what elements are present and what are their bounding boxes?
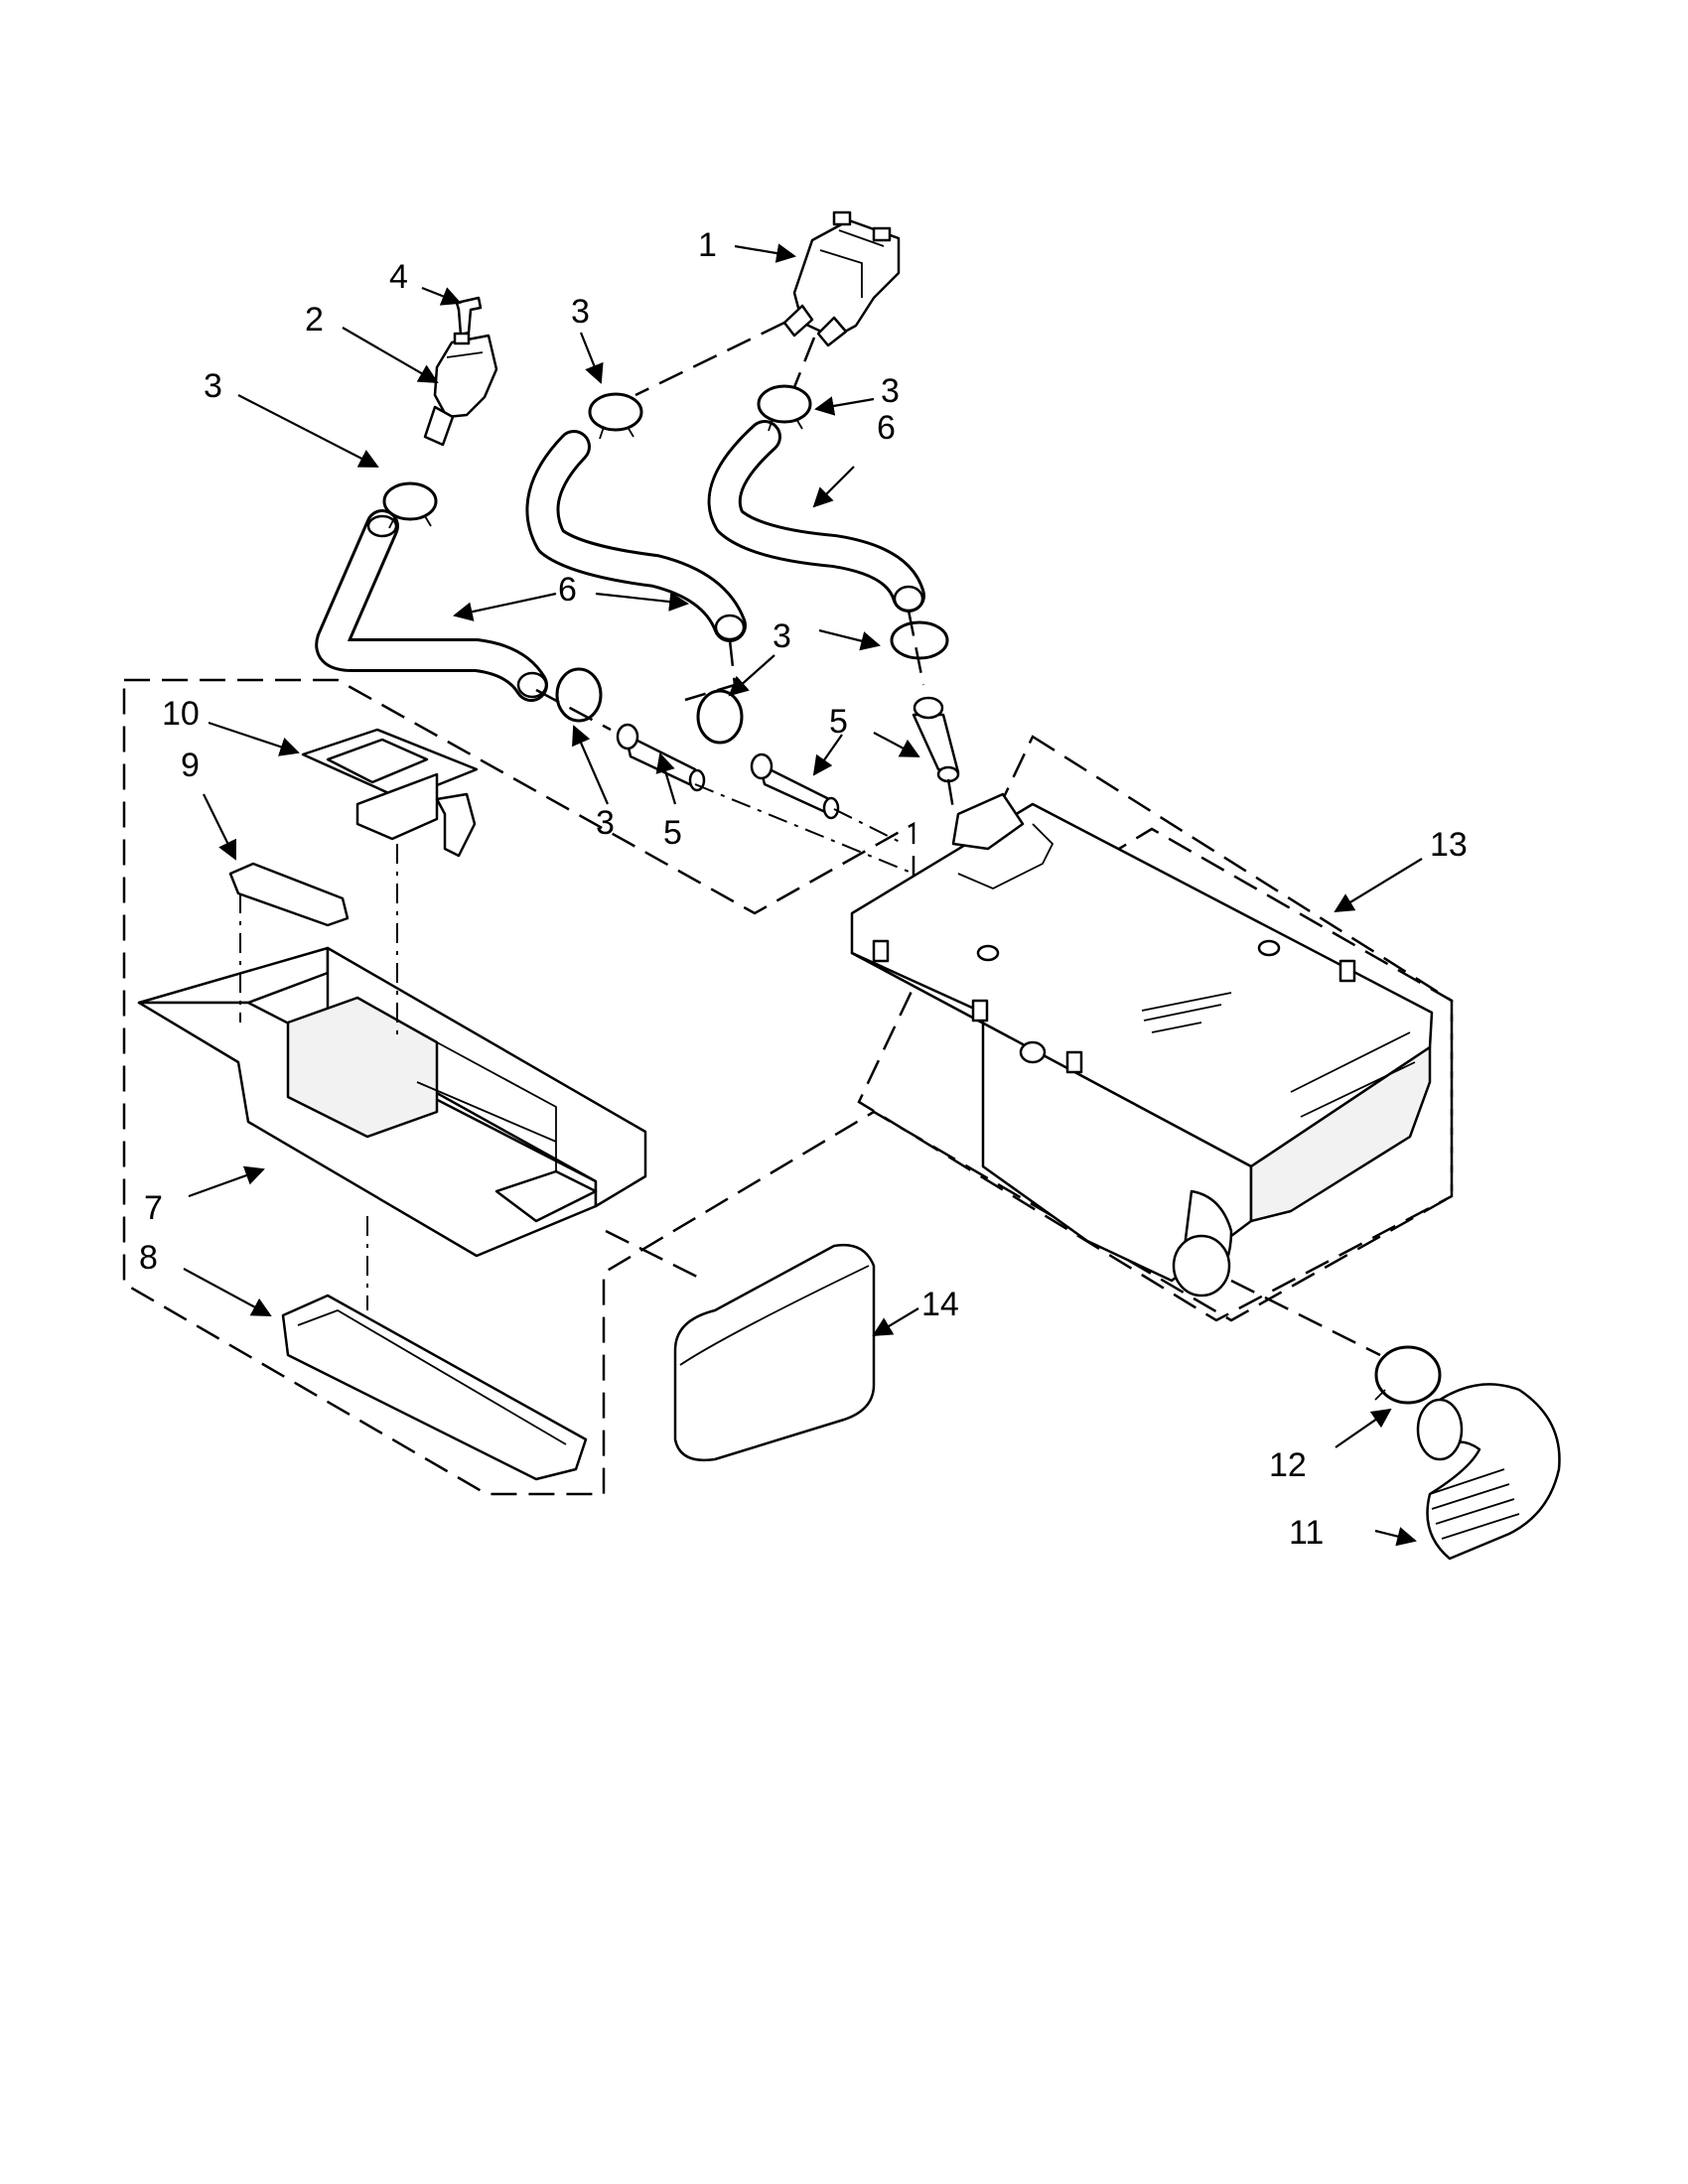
callout-6a: 6 xyxy=(877,409,896,447)
hose-clamp-6 xyxy=(890,620,949,660)
callout-5b: 5 xyxy=(829,703,848,741)
connector-tube-3 xyxy=(912,696,960,783)
assembly-line-right-hose xyxy=(907,610,925,686)
siphon-cap xyxy=(301,728,479,858)
dispenser-cover xyxy=(673,1243,876,1462)
assembly-line-tubes xyxy=(535,688,612,732)
fill-hose-left xyxy=(315,509,548,702)
callout-8: 8 xyxy=(139,1239,158,1277)
callout-12: 12 xyxy=(1269,1446,1307,1484)
callout-3d: 3 xyxy=(773,617,791,655)
assembly-line-drain xyxy=(1230,1279,1381,1357)
callout-11: 11 xyxy=(1289,1514,1324,1552)
drain-hose-clamp xyxy=(1374,1345,1442,1405)
fill-hose-middle xyxy=(525,430,747,642)
callout-7: 7 xyxy=(144,1189,163,1227)
drawer-insert xyxy=(281,1294,588,1481)
callout-13: 13 xyxy=(1430,826,1468,864)
assembly-line-cover xyxy=(605,1229,706,1283)
callout-3a: 3 xyxy=(204,367,222,405)
leader-lines xyxy=(183,243,1423,1547)
assembly-line-valve-hose xyxy=(634,321,785,397)
hose-clamp-2 xyxy=(588,392,643,440)
hose-clamp-3 xyxy=(757,384,812,432)
assembly-line-tube2 xyxy=(833,808,905,845)
assembly-line-valve-right xyxy=(792,337,816,388)
fill-hose-right xyxy=(707,420,925,613)
callout-3e: 3 xyxy=(596,804,615,842)
hose-clamp-1 xyxy=(382,481,438,529)
assembly-line-tube3 xyxy=(946,778,955,810)
callout-2: 2 xyxy=(305,301,324,339)
drain-hose xyxy=(1416,1383,1561,1561)
callout-9: 9 xyxy=(181,747,200,784)
callout-14: 14 xyxy=(921,1286,959,1323)
callout-6b: 6 xyxy=(558,571,577,609)
dual-water-valve xyxy=(782,210,901,347)
dispenser-drawer xyxy=(137,946,647,1258)
single-water-valve xyxy=(423,332,498,447)
housing-group-boundary xyxy=(857,735,1454,1322)
hose-clamp-4 xyxy=(555,667,603,723)
callout-5a: 5 xyxy=(663,814,682,852)
valve-screw xyxy=(455,296,483,337)
callout-1: 1 xyxy=(698,226,717,264)
callout-4: 4 xyxy=(389,258,408,296)
callout-3b: 3 xyxy=(571,293,590,331)
callout-10: 10 xyxy=(162,695,200,733)
dispenser-housing xyxy=(850,792,1434,1297)
hose-clamp-5 xyxy=(696,689,744,745)
connector-tube-2 xyxy=(750,752,840,820)
dispenser-slide xyxy=(228,862,350,927)
callout-3c: 3 xyxy=(881,372,900,410)
